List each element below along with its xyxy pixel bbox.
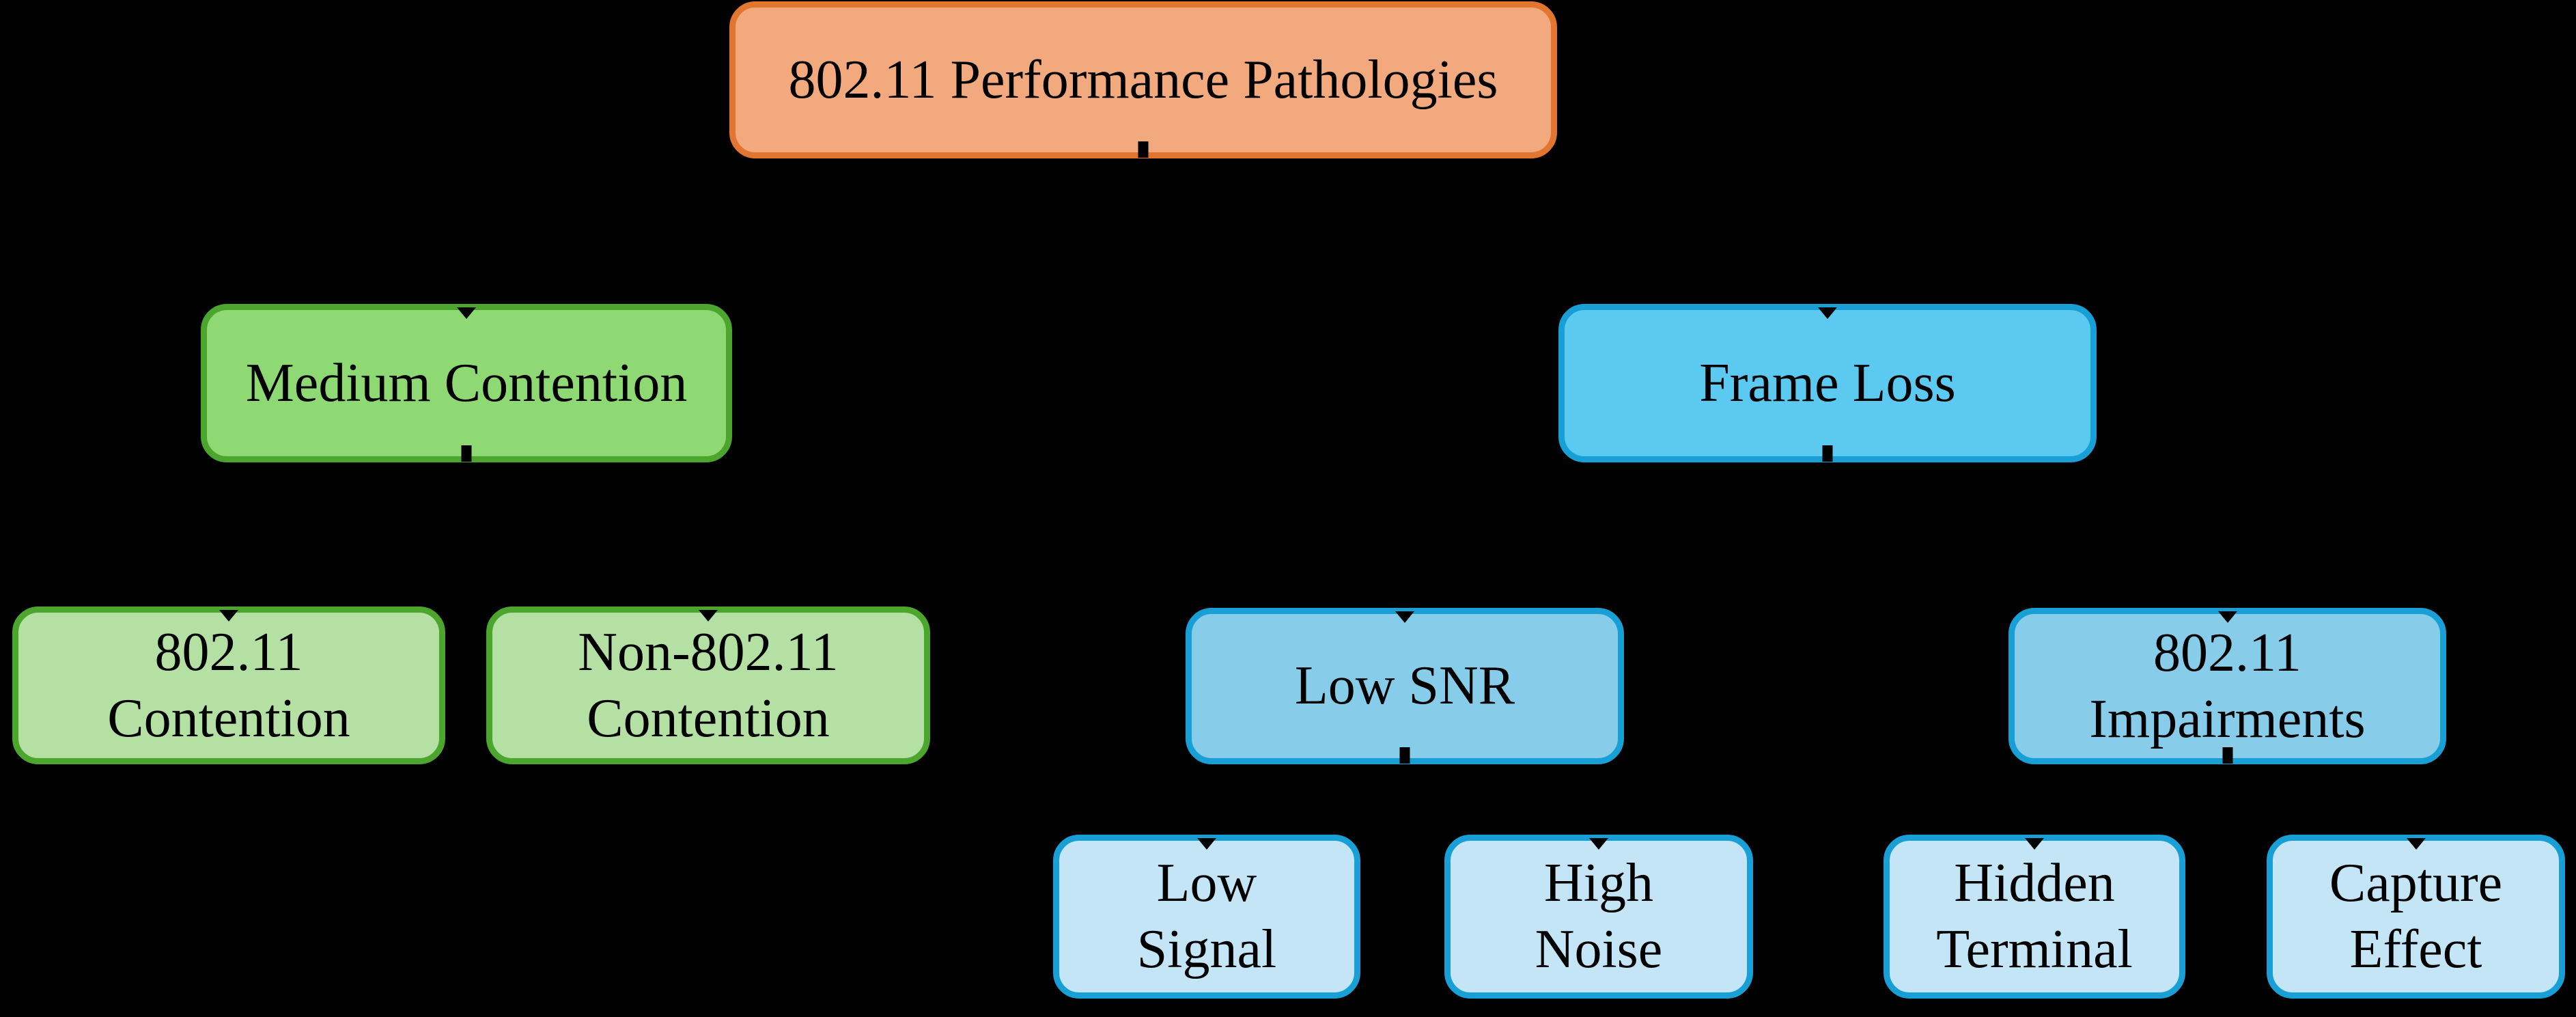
node-medium-contention: Medium Contention [201,304,732,462]
node-label: 802.11 [2153,622,2302,683]
connector-arrowhead-icon [2217,611,2237,623]
connector-stub [1399,747,1410,764]
connector-line [1403,462,1830,608]
connector-line [227,462,468,607]
connector-arrowhead-icon [219,610,238,622]
node-performance-pathologies: 802.11 Performance Pathologies [729,1,1557,158]
connector-arrowhead-icon [1589,838,1608,850]
connector-line [1403,764,1601,835]
connector-arrowhead-icon [1395,611,1414,623]
connector-line [2226,764,2418,835]
connector-arrowhead-icon [2025,838,2044,850]
node-low-snr: Low SNR [1186,608,1624,764]
node-label: Contention [587,688,830,749]
node-label: 802.11 Performance Pathologies [788,49,1498,110]
connector-arrowhead-icon [2406,838,2426,850]
node-label: Medium Contention [245,352,688,413]
connector-arrowhead-icon [699,610,718,622]
node-label: Low [1156,853,1257,913]
node-label: Terminal [1936,919,2133,979]
node-label: Contention [107,688,350,749]
connector-stub [1138,141,1149,158]
connector-stub [1822,445,1833,462]
connector-line [464,158,1145,304]
connector-arrowhead-icon [1197,838,1216,850]
node-label: Impairments [2089,688,2366,749]
node-label: Frame Loss [1699,352,1956,413]
connector-arrowhead-icon [457,307,476,319]
node-frame-loss: Frame Loss [1558,304,2097,462]
connector-line [1205,764,1407,835]
node-label: Hidden [1954,853,2115,913]
node-label: Noise [1535,919,1663,979]
node-label: High [1544,853,1653,913]
connector-line [1825,462,2229,608]
node-label: Non-802.11 [578,622,839,682]
node-label: Signal [1136,919,1277,979]
node-label: Effect [2349,919,2482,979]
connector-line [2032,764,2229,835]
connector-arrowhead-icon [1818,307,1837,319]
node-label: Capture [2329,853,2503,913]
node-label: 802.11 [154,622,303,682]
connector-stub [2222,747,2232,764]
connector-line [1141,158,1830,304]
node-label: Low SNR [1294,656,1515,716]
connector-stub [461,445,472,462]
connector-line [464,462,710,607]
